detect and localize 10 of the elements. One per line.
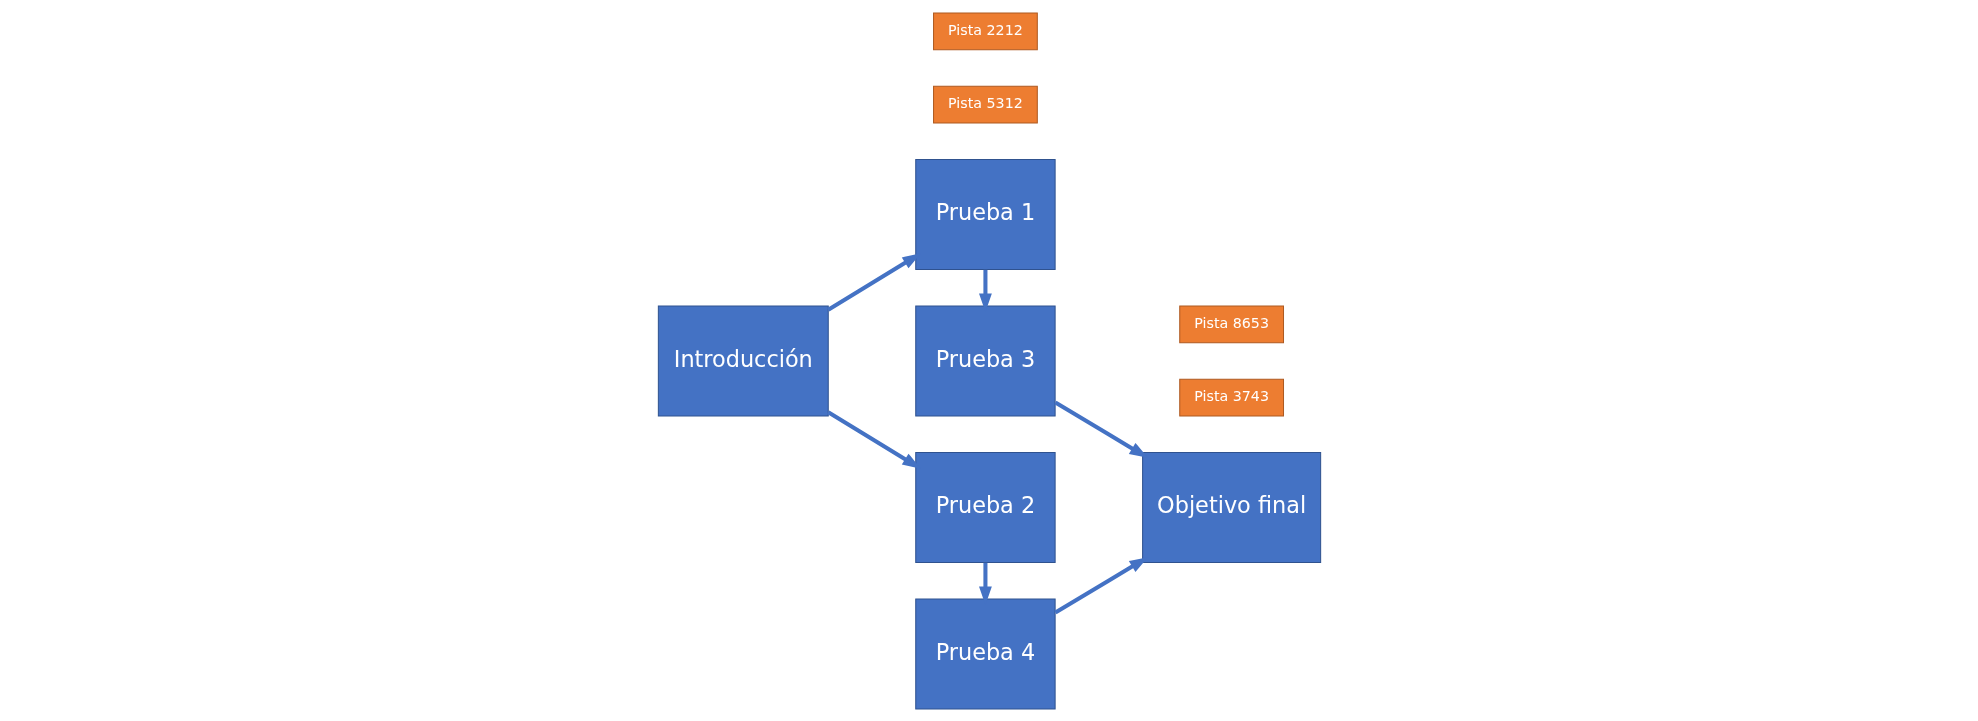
node-box: Objetivo final bbox=[1141, 451, 1321, 563]
node-box: Pista 5312 bbox=[932, 85, 1038, 123]
node-box: Prueba 3 bbox=[914, 305, 1056, 416]
node-box: Prueba 4 bbox=[914, 598, 1056, 709]
node-box: Introducción bbox=[657, 305, 829, 416]
node-box: Pista 8653 bbox=[1178, 305, 1284, 343]
node-box: Prueba 1 bbox=[914, 158, 1056, 270]
node-box: Prueba 2 bbox=[914, 451, 1056, 563]
node-box: Pista 3743 bbox=[1178, 378, 1284, 416]
node-box: Pista 2212 bbox=[932, 12, 1038, 50]
